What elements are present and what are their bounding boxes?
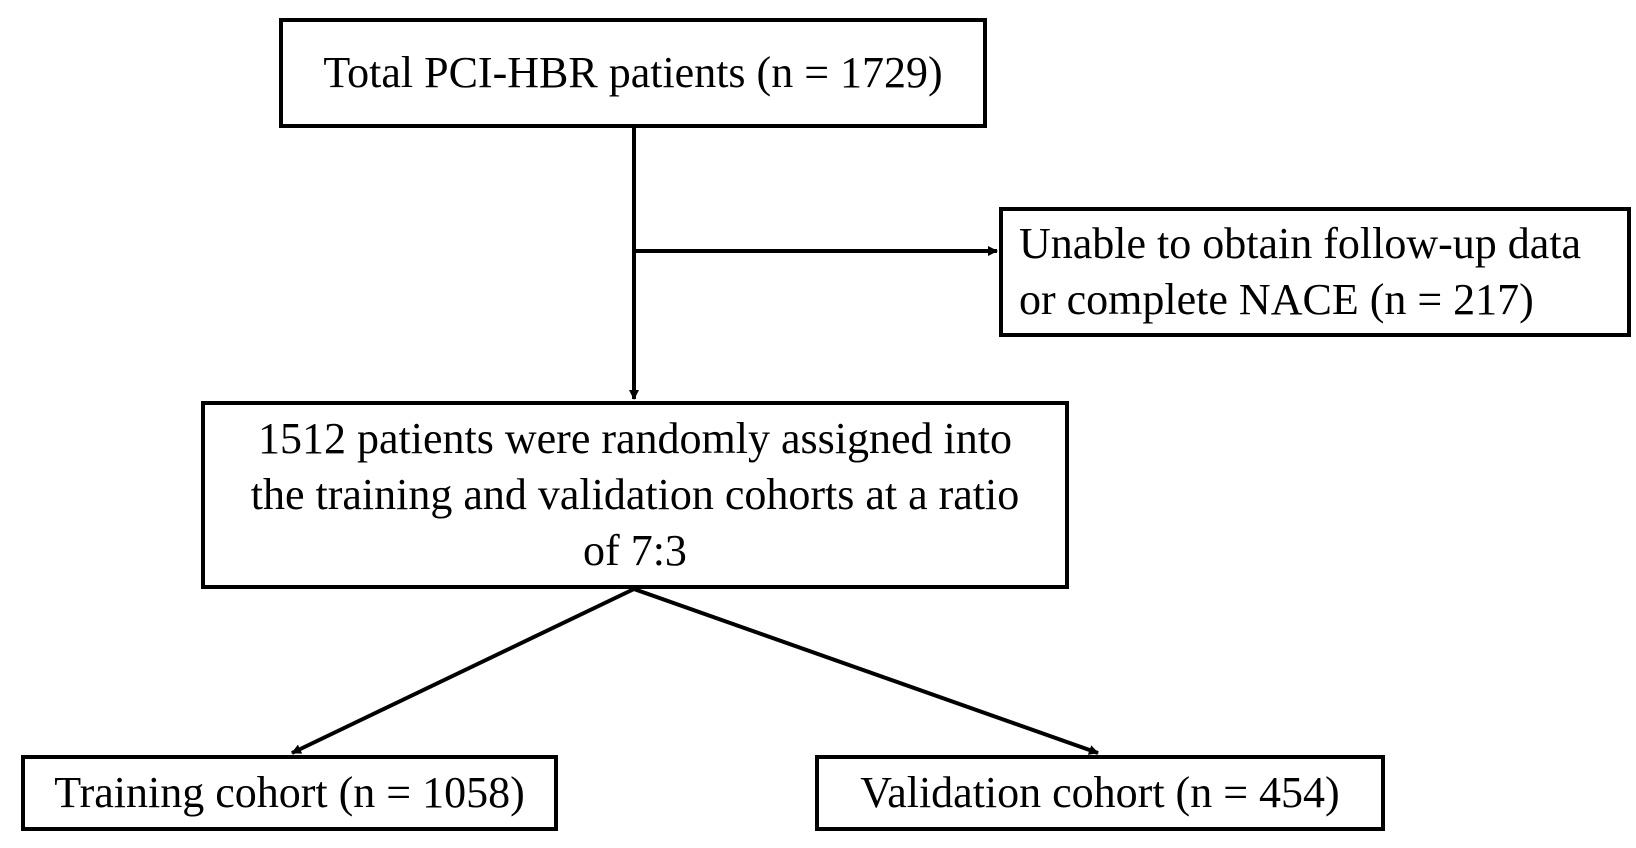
randomized-line-2: the training and validation cohorts at a…	[250, 470, 1020, 519]
validation-split-arrow	[633, 587, 1099, 755]
training-cohort-box: Training cohort (n = 1058)	[21, 755, 558, 831]
randomized-patients-box: 1512 patients were randomly assigned int…	[201, 401, 1069, 589]
total-patients-box: Total PCI-HBR patients (n = 1729)	[279, 18, 987, 128]
total-patients-label: Total PCI-HBR patients (n = 1729)	[323, 48, 943, 97]
randomized-line-3: of 7:3	[583, 526, 687, 575]
excluded-patients-box: Unable to obtain follow-up data or compl…	[999, 207, 1631, 337]
training-cohort-label: Training cohort (n = 1058)	[54, 768, 525, 817]
training-split-arrow	[291, 587, 635, 755]
validation-cohort-label: Validation cohort (n = 454)	[860, 768, 1340, 817]
excluded-line-2: or complete NACE (n = 217)	[1019, 275, 1534, 324]
excluded-line-1: Unable to obtain follow-up data	[1019, 219, 1582, 268]
randomized-line-1: 1512 patients were randomly assigned int…	[258, 414, 1012, 463]
validation-cohort-box: Validation cohort (n = 454)	[815, 755, 1385, 831]
